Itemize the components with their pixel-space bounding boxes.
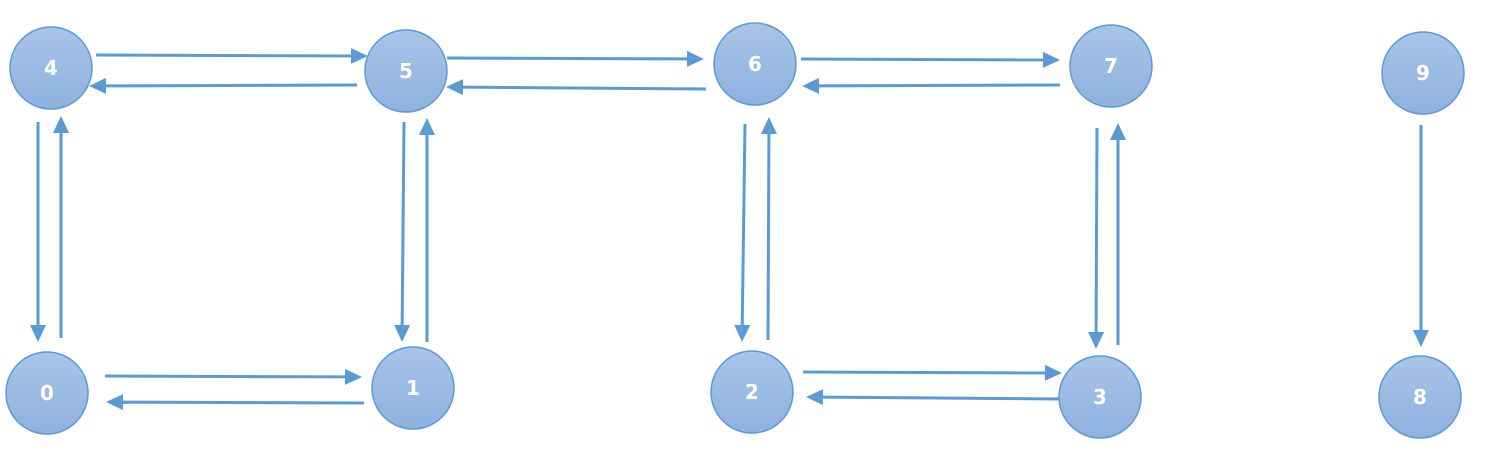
node-label: 0 — [40, 381, 54, 405]
node-circle — [5, 351, 89, 435]
edge-3-to-7 — [1110, 123, 1126, 345]
node-0: 0 — [5, 351, 89, 435]
node-label: 3 — [1093, 385, 1107, 409]
edge-9-to-8 — [1413, 125, 1429, 347]
arrowhead-icon — [1042, 51, 1060, 68]
arrowhead-icon — [53, 116, 69, 133]
arrowhead-icon — [394, 324, 411, 342]
edge-0-to-4 — [53, 116, 69, 338]
node-circle — [364, 29, 448, 113]
arrowhead-icon — [1413, 330, 1429, 347]
edge-line — [446, 56, 688, 61]
edge-line — [462, 85, 707, 91]
edges — [30, 47, 1429, 411]
node-label: 2 — [745, 380, 759, 404]
node-3: 3 — [1058, 355, 1142, 439]
node-label: 8 — [1413, 385, 1427, 409]
arrowhead-icon — [344, 368, 362, 385]
edge-7-to-3 — [1088, 127, 1105, 349]
arrowhead-icon — [350, 47, 368, 64]
edge-3-to-2 — [806, 389, 1061, 406]
edge-4-to-5 — [95, 47, 368, 64]
edge-2-to-3 — [802, 364, 1062, 381]
arrowhead-icon — [30, 325, 46, 342]
edge-line — [122, 400, 365, 405]
edge-5-to-1 — [394, 121, 411, 342]
arrowhead-icon — [1088, 331, 1105, 349]
node-label: 4 — [44, 56, 58, 80]
arrowhead-icon — [1110, 123, 1126, 140]
edge-1-to-5 — [419, 118, 435, 342]
node-9: 9 — [1381, 31, 1465, 115]
arrowhead-icon — [734, 324, 751, 342]
node-circle — [371, 346, 455, 430]
edge-line — [400, 121, 406, 326]
edge-6-to-5 — [446, 79, 707, 96]
node-circle — [710, 350, 794, 434]
edge-line — [818, 83, 1061, 88]
arrowhead-icon — [1044, 364, 1062, 381]
edge-2-to-6 — [760, 117, 777, 341]
edge-4-to-0 — [30, 122, 46, 342]
edge-5-to-6 — [446, 50, 704, 67]
node-label: 1 — [406, 376, 420, 400]
node-label: 5 — [399, 59, 413, 83]
arrowhead-icon — [802, 77, 820, 94]
edge-line — [740, 123, 747, 326]
nodes: 4 5 6 7 9 0 1 2 3 8 — [5, 22, 1465, 439]
node-label: 7 — [1104, 54, 1118, 78]
edge-1-to-0 — [106, 394, 365, 411]
node-4: 4 — [9, 26, 93, 110]
edge-line — [95, 53, 352, 58]
arrowhead-icon — [89, 77, 107, 94]
node-7: 7 — [1069, 24, 1153, 108]
edge-6-to-7 — [800, 51, 1060, 68]
node-circle — [9, 26, 93, 110]
node-circle — [713, 22, 797, 106]
edge-6-to-2 — [734, 123, 751, 342]
node-label: 6 — [748, 52, 762, 76]
edge-line — [105, 83, 358, 88]
arrowhead-icon — [106, 394, 124, 411]
node-circle — [1058, 355, 1142, 439]
node-8: 8 — [1378, 355, 1462, 439]
node-5: 5 — [364, 29, 448, 113]
node-circle — [1069, 24, 1153, 108]
edge-line — [800, 57, 1044, 62]
arrowhead-icon — [760, 117, 777, 135]
edge-7-to-6 — [802, 77, 1061, 94]
node-1: 1 — [371, 346, 455, 430]
node-2: 2 — [710, 350, 794, 434]
edge-5-to-4 — [89, 77, 358, 94]
arrowhead-icon — [806, 389, 824, 406]
edge-line — [822, 395, 1061, 401]
node-6: 6 — [713, 22, 797, 106]
edge-line — [802, 370, 1046, 375]
node-label: 9 — [1416, 61, 1430, 85]
edge-line — [104, 374, 346, 379]
edge-line — [1094, 127, 1099, 333]
edge-line — [766, 133, 771, 341]
arrowhead-icon — [419, 118, 435, 135]
arrowhead-icon — [686, 50, 704, 67]
edge-0-to-1 — [104, 368, 362, 385]
arrowhead-icon — [446, 79, 464, 96]
node-circle — [1381, 31, 1465, 115]
node-circle — [1378, 355, 1462, 439]
